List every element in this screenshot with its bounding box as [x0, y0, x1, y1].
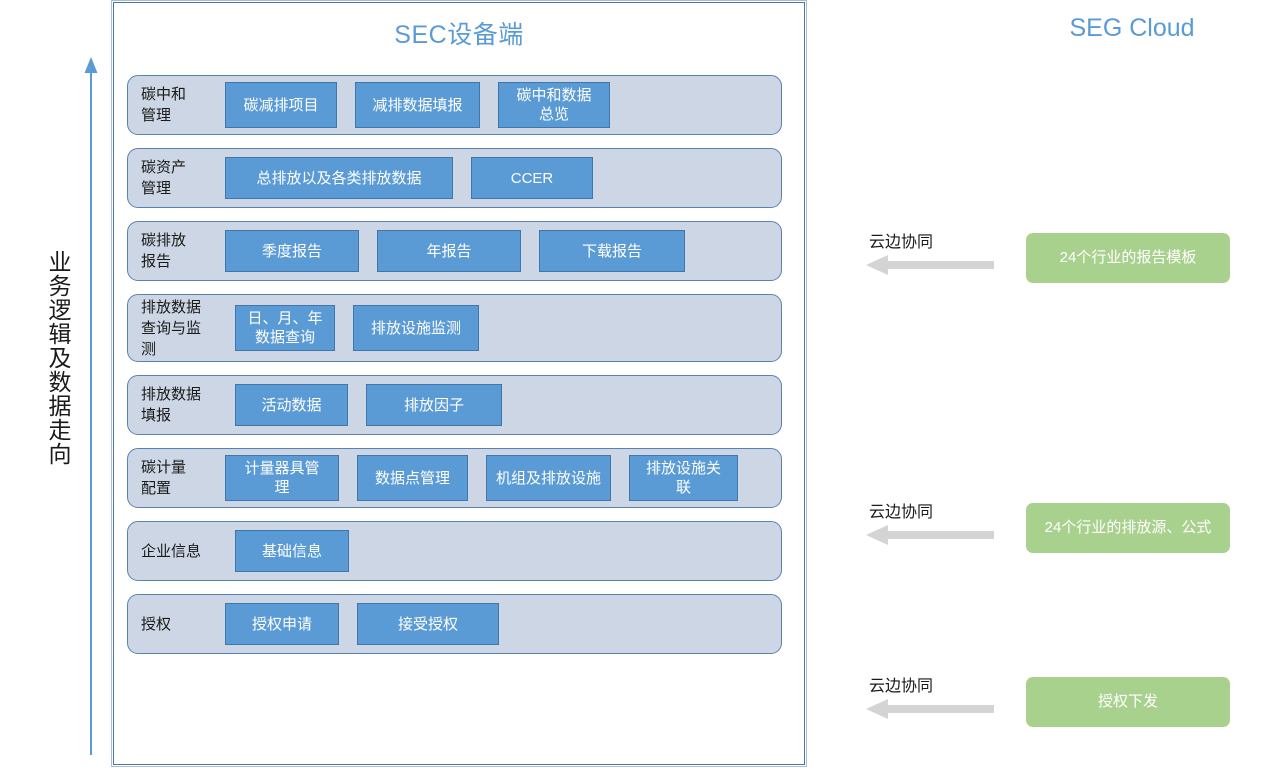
module-button-strip: 季度报告年报告下载报告: [225, 230, 703, 272]
cloud-sync-left-arrow-icon: [866, 522, 994, 548]
cloud-sync-label: 云边协同: [869, 678, 934, 695]
module-button[interactable]: 碳减排项目: [225, 82, 337, 128]
flow-axis-label: 业务逻辑及数据走向: [45, 250, 71, 466]
module-row-label: 排放数据 填报: [141, 386, 202, 424]
module-button[interactable]: 机组及排放设施: [486, 455, 611, 501]
module-row-label: 碳计量 配置: [141, 459, 187, 497]
module-row: 企业信息 基础信息: [127, 521, 782, 581]
module-row: 碳中和 管理碳减排项目减排数据填报碳中和数据 总览: [127, 75, 782, 135]
business-flow-axis: 业务逻辑及数据走向: [45, 55, 112, 755]
module-button[interactable]: 排放因子: [366, 384, 502, 426]
module-button[interactable]: 接受授权: [357, 603, 499, 645]
module-row-label: 排放数据 查询与监 测: [141, 298, 202, 358]
module-button[interactable]: 年报告: [377, 230, 521, 272]
cloud-sync-left-arrow-icon: [866, 696, 994, 722]
module-button[interactable]: 基础信息: [235, 530, 349, 572]
module-row-label: 碳排放 报告: [141, 232, 187, 270]
cloud-sync-label: 云边协同: [869, 504, 934, 521]
module-button[interactable]: 下载报告: [539, 230, 685, 272]
module-button-strip: 基础信息: [235, 530, 367, 572]
module-row: 碳排放 报告季度报告年报告下载报告: [127, 221, 782, 281]
cloud-capability-box[interactable]: 24个行业的排放源、公式: [1026, 503, 1230, 553]
module-button[interactable]: 减排数据填报: [355, 82, 480, 128]
module-button[interactable]: 活动数据: [235, 384, 348, 426]
module-button[interactable]: CCER: [471, 157, 593, 199]
module-button-strip: 授权申请接受授权: [225, 603, 517, 645]
module-row: 排放数据 填报活动数据排放因子: [127, 375, 782, 435]
module-row-label: 碳资产 管理: [141, 159, 187, 197]
module-button[interactable]: 碳中和数据 总览: [498, 82, 610, 128]
module-button-strip: 活动数据排放因子: [235, 384, 520, 426]
flow-up-arrow-icon: [84, 57, 98, 755]
module-button-strip: 碳减排项目减排数据填报碳中和数据 总览: [225, 82, 628, 128]
sec-panel-title: SEC设备端: [394, 21, 524, 49]
module-button[interactable]: 计量器具管 理: [225, 455, 339, 501]
seg-cloud-title: SEG Cloud: [1069, 14, 1195, 42]
module-row: 授权 授权申请接受授权: [127, 594, 782, 654]
module-button-strip: 总排放以及各类排放数据 CCER: [225, 157, 611, 199]
sec-device-panel: SEC设备端 碳中和 管理碳减排项目减排数据填报碳中和数据 总览碳资产 管理总排…: [111, 0, 807, 767]
module-button[interactable]: 总排放以及各类排放数据: [225, 157, 453, 199]
module-row-label: 碳中和 管理: [141, 86, 187, 124]
module-row: 碳资产 管理总排放以及各类排放数据 CCER: [127, 148, 782, 208]
sec-module-row-list: 碳中和 管理碳减排项目减排数据填报碳中和数据 总览碳资产 管理总排放以及各类排放…: [127, 75, 793, 667]
module-button[interactable]: 排放设施关 联: [629, 455, 738, 501]
module-button-strip: 日、月、年 数据查询排放设施监测: [235, 305, 497, 351]
cloud-capability-box[interactable]: 授权下发: [1026, 677, 1230, 727]
module-row: 排放数据 查询与监 测日、月、年 数据查询排放设施监测: [127, 294, 782, 362]
module-row-label: 授权: [141, 615, 172, 633]
module-button-strip: 计量器具管 理数据点管理机组及排放设施排放设施关 联: [225, 455, 756, 501]
module-button[interactable]: 授权申请: [225, 603, 339, 645]
module-button[interactable]: 数据点管理: [357, 455, 468, 501]
module-button[interactable]: 排放设施监测: [353, 305, 479, 351]
cloud-sync-left-arrow-icon: [866, 252, 994, 278]
module-button[interactable]: 季度报告: [225, 230, 359, 272]
module-button[interactable]: 日、月、年 数据查询: [235, 305, 335, 351]
cloud-sync-label: 云边协同: [869, 234, 934, 251]
module-row: 碳计量 配置计量器具管 理数据点管理机组及排放设施排放设施关 联: [127, 448, 782, 508]
cloud-capability-box[interactable]: 24个行业的报告模板: [1026, 233, 1230, 283]
module-row-label: 企业信息: [141, 542, 202, 560]
